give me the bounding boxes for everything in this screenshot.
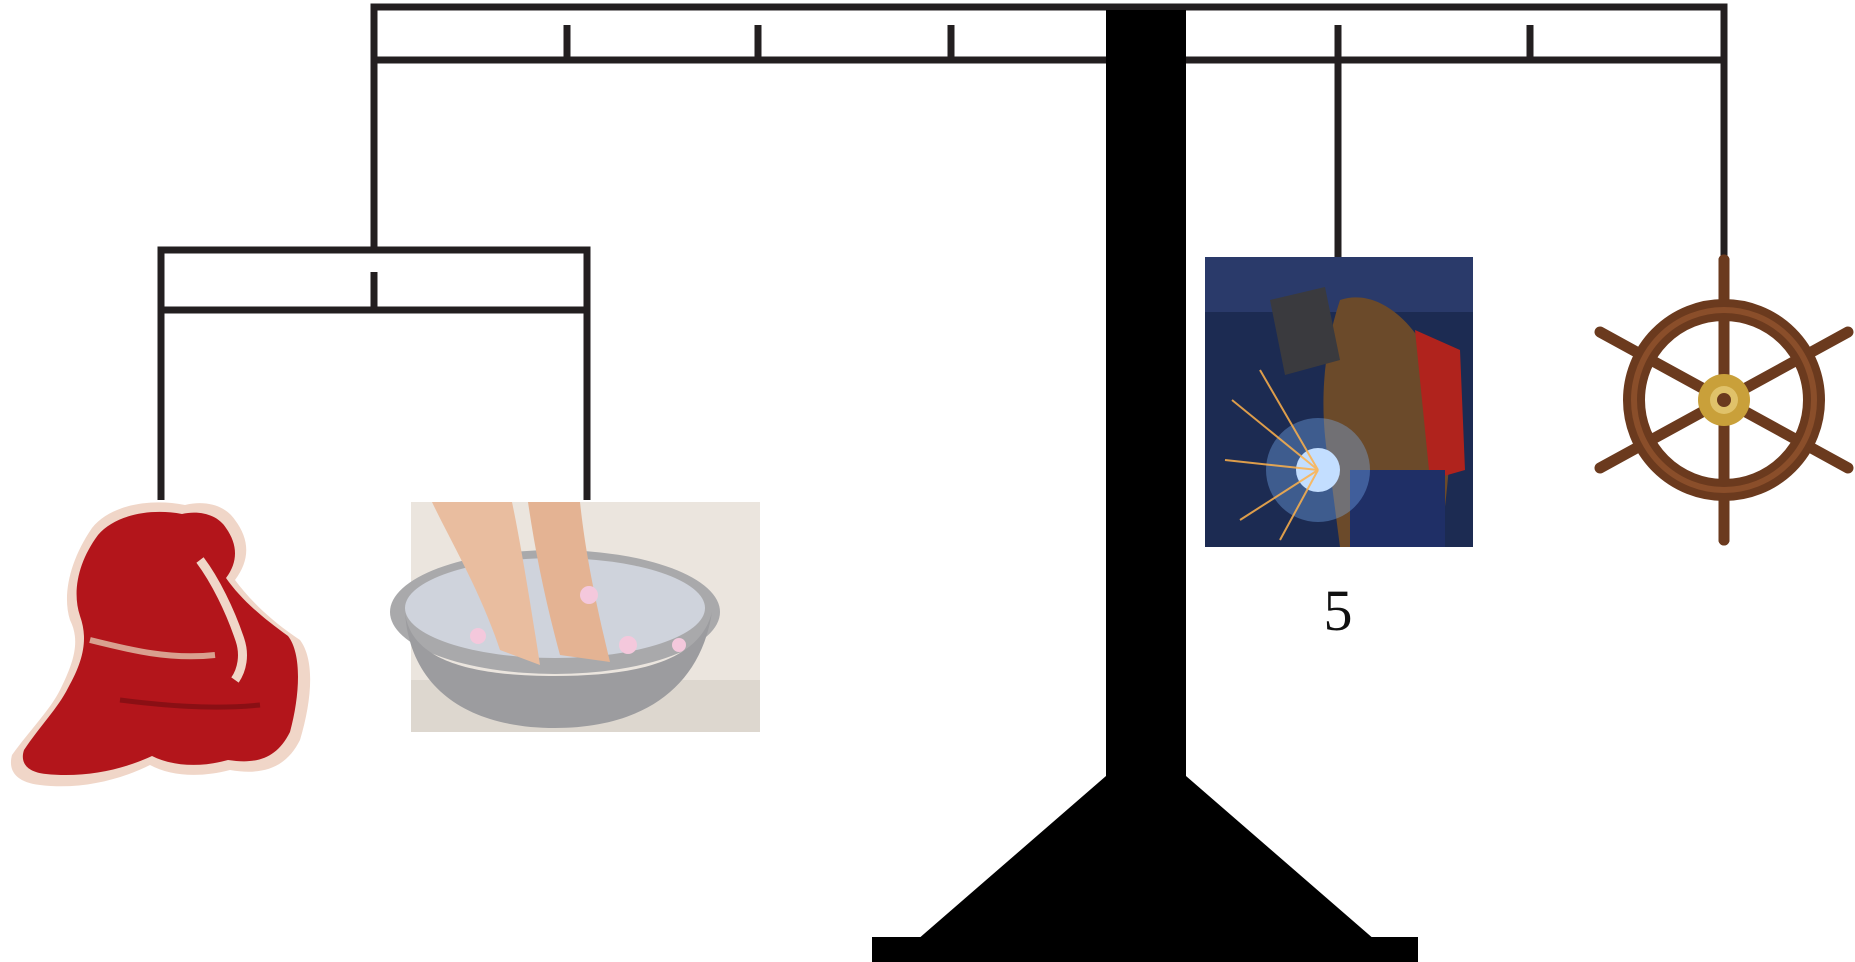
foot-bath-image (390, 502, 760, 732)
stand-foot (872, 937, 1418, 962)
main-beam (370, 3, 1728, 64)
right-strings (1334, 60, 1728, 265)
ship-wheel-image (1594, 254, 1854, 546)
left-strings (157, 60, 591, 500)
weight-label: 5 (1324, 578, 1353, 643)
steak-image (10, 502, 311, 787)
stand-pillar (1106, 10, 1186, 780)
beam-ticks (563, 25, 1534, 60)
scale-stand (872, 10, 1418, 962)
stand-base (917, 776, 1375, 940)
welder-image (1205, 257, 1473, 547)
